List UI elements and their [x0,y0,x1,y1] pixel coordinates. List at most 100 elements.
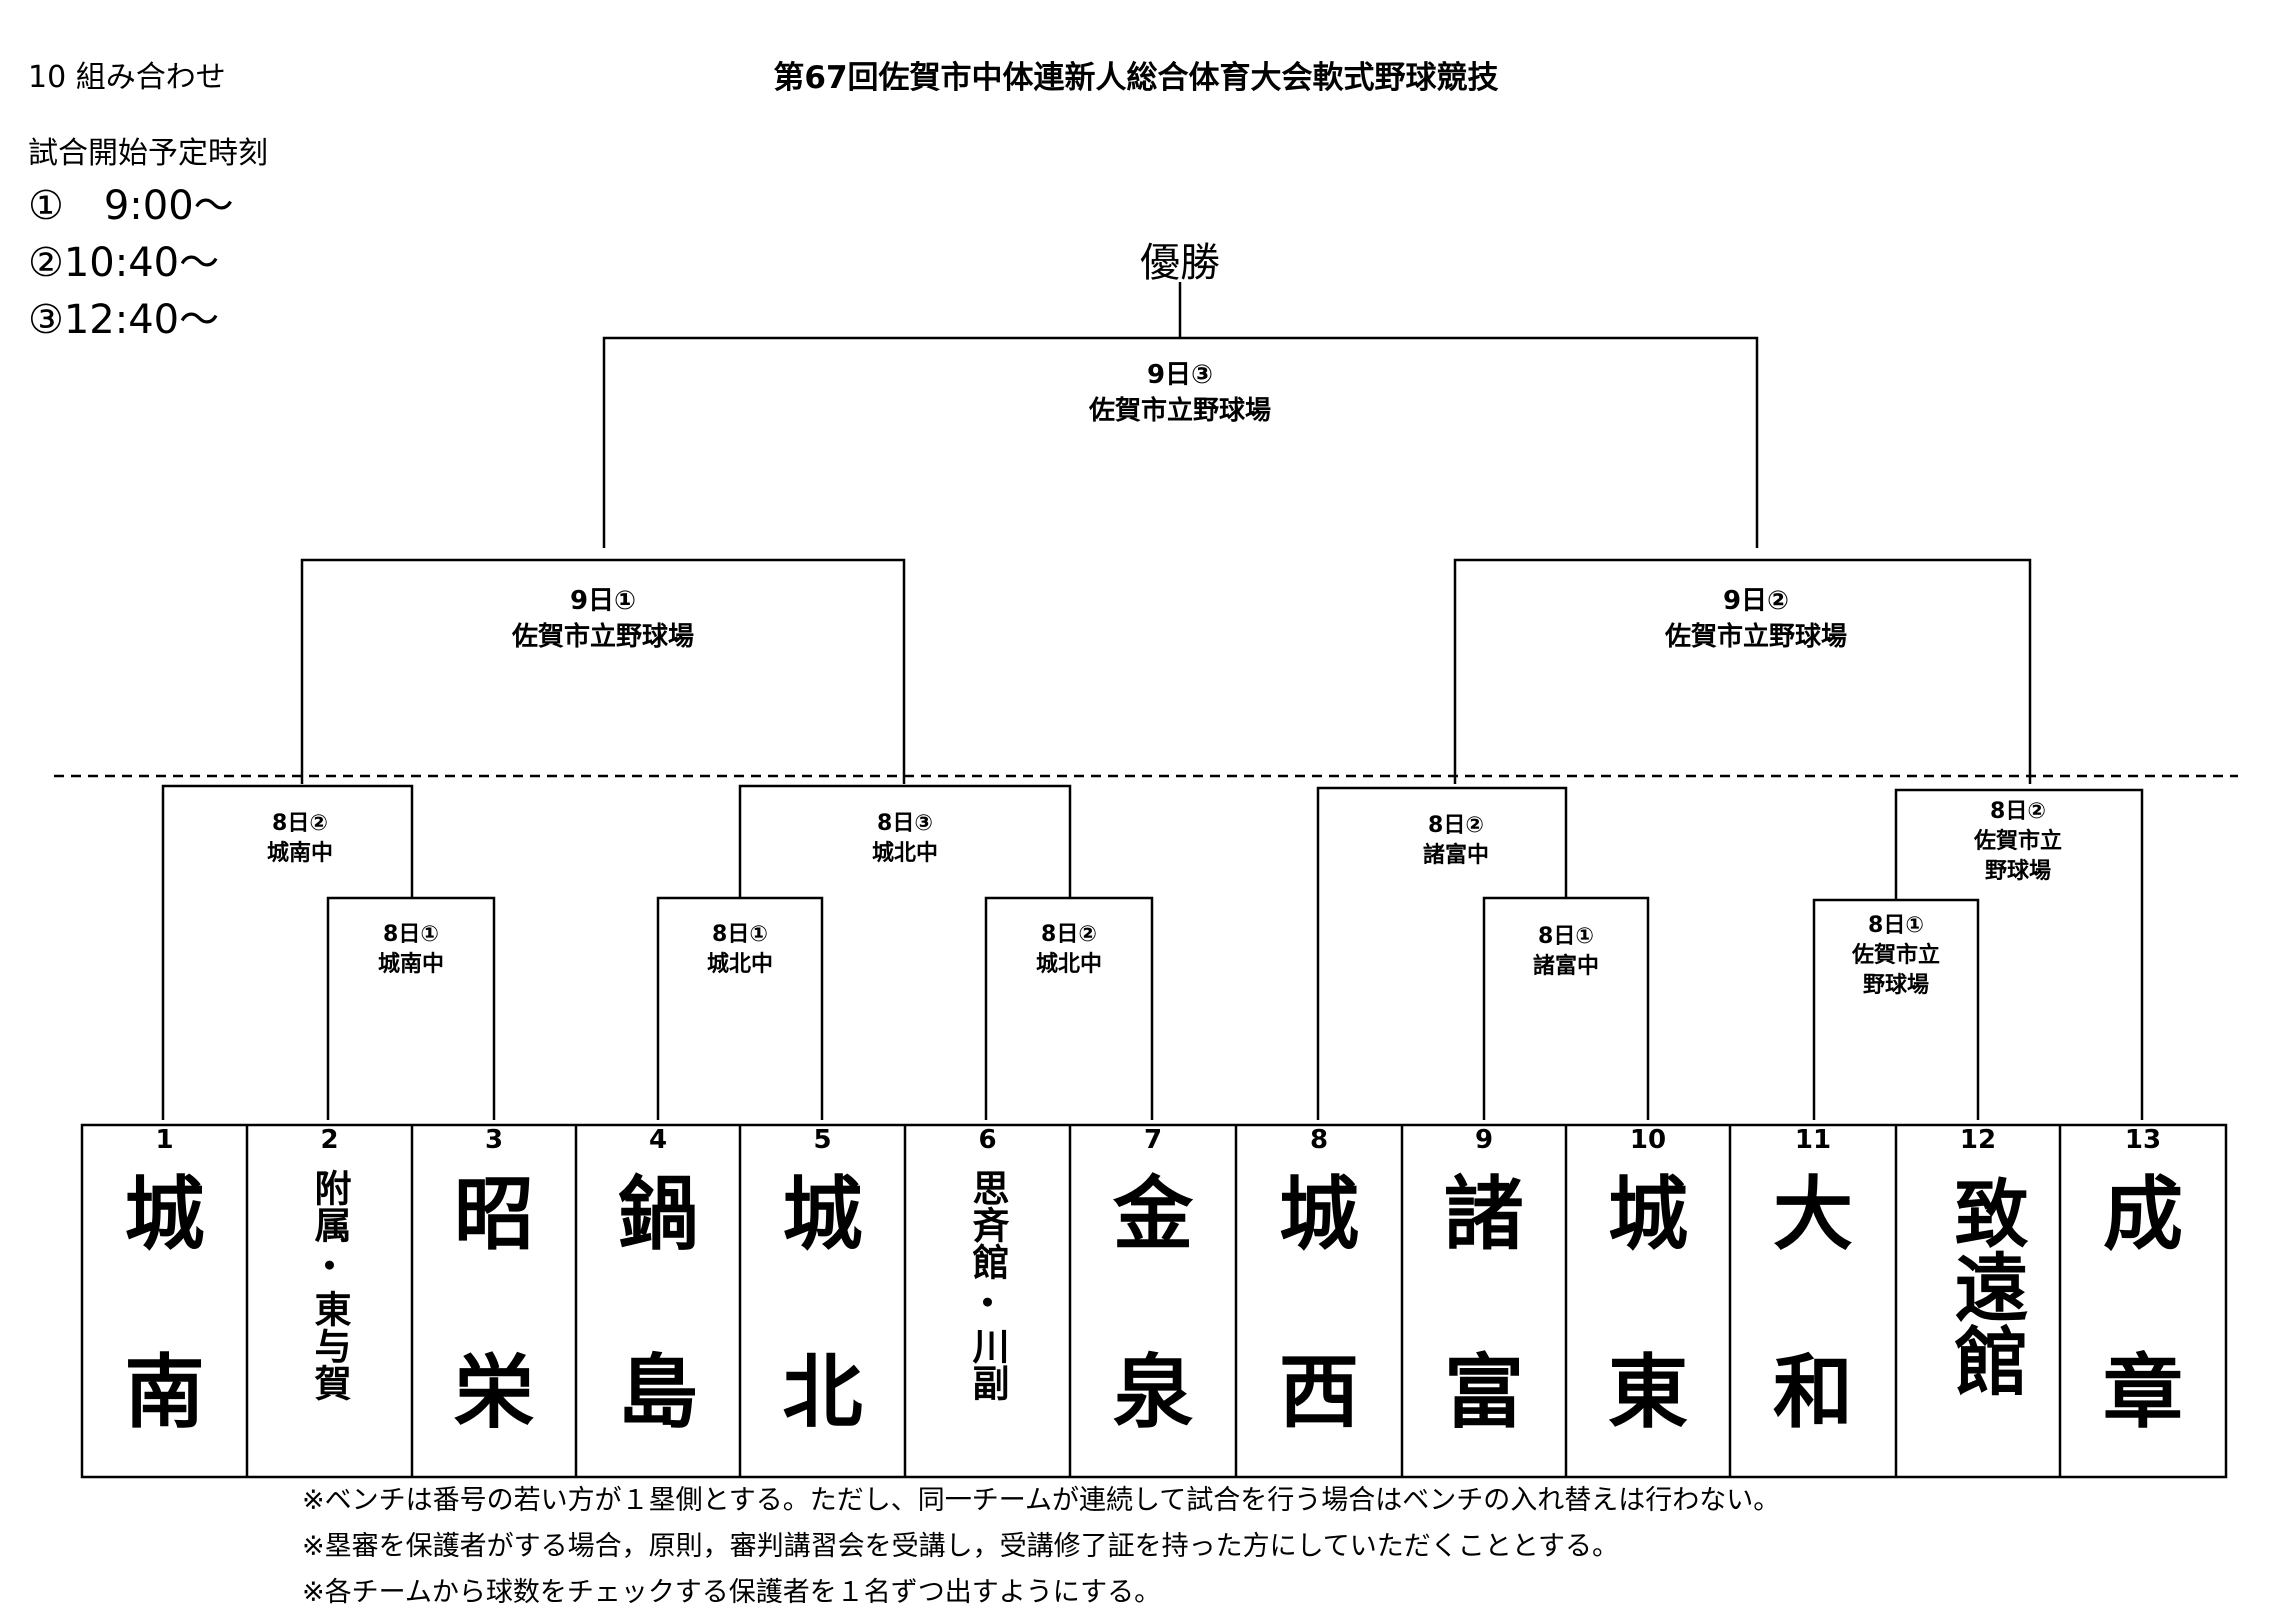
schedule-time-1: ① 9:00～ [28,183,234,229]
match-semi-left: 9日① 佐賀市立野球場 [512,583,694,655]
match-semi-right-venue: 佐賀市立野球場 [1664,622,1848,652]
team-cell: 12 致遠館 [1896,1117,2060,1469]
team-name-line1: 附属 [308,1169,351,1243]
match-final-day: 9日③ [1146,360,1214,390]
team-cell: 1 城 南 [82,1117,247,1469]
team-name-line1: 城 [782,1168,863,1261]
team-number: 8 [1309,1125,1329,1155]
start-time-schedule: 試合開始予定時刻 ① 9:00～ ②10:40～ ③12:40～ [28,128,268,349]
r1-b-bracket-line [656,896,824,1120]
match-r1-d-venue: 諸富中 [1532,954,1600,979]
note-bench: ※ベンチは番号の若い方が１塁側とする。ただし、同一チームが連続して試合を行う場合… [302,1485,1781,1516]
team-cell: 9 諸 富 [1402,1117,1566,1469]
match-r2-a: 8日② 城南中 [267,809,333,869]
document-title: 第67回佐賀市中体連新人総合体育大会軟式野球競技 [773,60,1499,96]
final-bracket-line [602,336,1759,548]
team-number: 5 [813,1125,832,1155]
team-cell: 4 鍋 島 [576,1117,740,1469]
match-final: 9日③ 佐賀市立野球場 [1089,357,1271,429]
team-name-line1: 城 [1608,1168,1688,1261]
match-r2-c: 8日② 諸富中 [1423,811,1489,871]
match-r2-d-venue-line2: 野球場 [1984,859,2052,884]
team-name-separator: ・ [969,1282,1006,1325]
r1-e-bracket-line [1812,898,1980,1120]
match-r1-b: 8日① 城北中 [707,920,773,980]
match-final-venue: 佐賀市立野球場 [1088,396,1272,426]
match-r2-b-venue: 城北中 [871,841,939,866]
team-name-line1: 諸 [1444,1168,1524,1261]
match-r2-d-day: 8日② [1990,799,2046,824]
match-r2-c-day: 8日② [1428,813,1484,838]
match-r1-b-day: 8日① [712,922,768,947]
match-semi-right-day: 9日② [1722,586,1790,616]
team-name-line1: 城 [1279,1168,1359,1261]
match-r2-d: 8日② 佐賀市立 野球場 [1974,797,2062,887]
notes: ※ベンチは番号の若い方が１塁側とする。ただし、同一チームが連続して試合を行う場合… [302,1478,1780,1616]
team-name-line2: 泉 [1113,1346,1193,1439]
r2-a-bracket-line [161,784,414,1120]
match-r1-d: 8日① 諸富中 [1533,922,1599,982]
team-number: 13 [2124,1125,2162,1155]
team-name-line1: 城 [124,1168,205,1261]
match-r2-c-venue: 諸富中 [1422,843,1490,868]
team-name-vertical: 附属 ・ 東与賀 [247,1169,412,1401]
team-name-line2: 島 [618,1346,698,1439]
team-name-line1: 金 [1113,1168,1193,1261]
team-name-line1: 鍋 [618,1168,698,1261]
team-grid [80,1123,2228,1479]
team-cell: 13 成 章 [2060,1117,2226,1469]
match-r1-c-venue: 城北中 [1035,952,1103,977]
match-semi-right: 9日② 佐賀市立野球場 [1665,583,1847,655]
team-name-separator: ・ [311,1245,348,1288]
team-number: 11 [1794,1125,1832,1155]
match-r1-b-venue: 城北中 [706,952,774,977]
team-name-line2: 和 [1773,1346,1853,1439]
semi-right-bracket-line [1453,558,2032,784]
team-name-line2: 西 [1279,1346,1359,1439]
match-r2-b: 8日③ 城北中 [872,809,938,869]
team-name-line1: 成 [2103,1168,2183,1261]
schedule-heading: 試合開始予定時刻 [28,136,268,171]
schedule-time-3: ③12:40～ [28,297,220,343]
team-name-vertical: 思斉館 ・ 川副 [905,1169,1070,1401]
team-name-line1: 思斉館 [966,1169,1009,1280]
match-r1-e-venue: 佐賀市立 [1851,943,1941,968]
match-r1-a: 8日① 城南中 [378,920,444,980]
r2-c-bracket-line [1316,786,1568,1120]
team-name-line2: 東 [1608,1346,1688,1439]
team-name-line3: 東与賀 [308,1290,351,1401]
team-number: 12 [1959,1125,1997,1155]
team-name-line2: 北 [782,1346,863,1439]
team-number: 7 [1143,1125,1163,1155]
match-r1-e-day: 8日① [1868,913,1924,938]
team-name-line2: 章 [2103,1346,2183,1439]
r2-d-bracket-line [1894,788,2144,1120]
r2-b-bracket-line [738,784,1072,898]
match-semi-left-day: 9日① [569,586,637,616]
note-umpire: ※塁審を保護者がする場合，原則，審判講習会を受講し，受講修了証を持った方にしてい… [302,1531,1620,1562]
team-number: 3 [484,1125,504,1155]
team-cell: 7 金 泉 [1070,1117,1236,1469]
match-r2-d-venue: 佐賀市立 [1973,829,2063,854]
team-cell: 10 城 東 [1566,1117,1730,1469]
match-r1-c: 8日② 城北中 [1036,920,1102,980]
team-cell: 5 城 北 [740,1117,905,1469]
team-number: 9 [1474,1125,1494,1155]
r1-a-bracket-line [326,896,496,1120]
match-r1-e: 8日① 佐賀市立 野球場 [1852,911,1940,1001]
section-label: 10 組み合わせ [28,60,226,95]
semi-left-bracket-line [300,558,906,784]
match-r1-a-venue: 城南中 [377,952,445,977]
team-number: 1 [155,1125,174,1155]
team-name-line1: 昭 [454,1168,534,1261]
team-name-line2: 栄 [454,1346,534,1439]
team-cell: 11 大 和 [1730,1117,1896,1469]
match-r1-c-day: 8日② [1041,922,1097,947]
team-cell: 2 附属 ・ 東与賀 [247,1117,412,1469]
r1-d-bracket-line [1482,896,1650,1120]
team-name-line3: 川副 [966,1327,1009,1401]
match-r2-b-day: 8日③ [877,811,933,836]
match-r2-a-venue: 城南中 [266,841,334,866]
team-name-line2: 南 [124,1346,205,1439]
